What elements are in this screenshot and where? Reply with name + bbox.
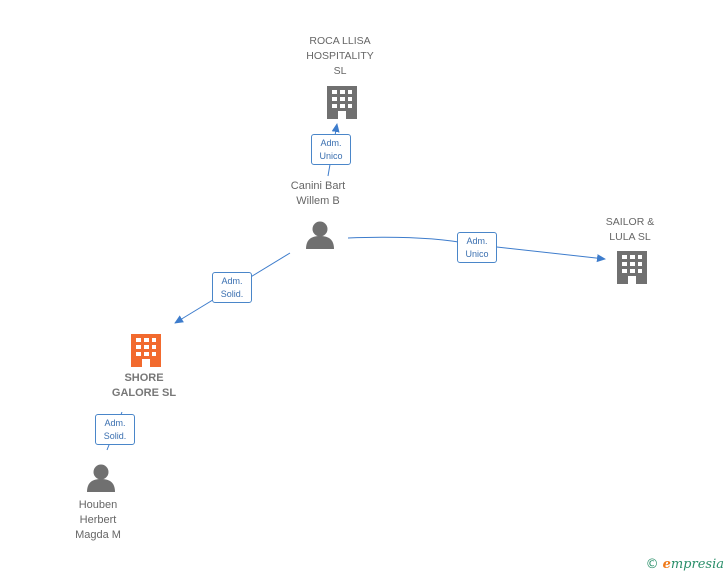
company-label-sailor-lula[interactable]: SAILOR & LULA SL [605,216,655,243]
relation-badge-canini-sailor: Adm. Unico [457,232,497,263]
empresia-logo: ©empresia [646,557,724,572]
relation-badge-canini-roca: Adm. Unico [311,134,351,165]
building-icon[interactable] [617,251,647,284]
person-icon[interactable] [87,464,115,493]
person-label-canini-bart[interactable]: Canini Bart Willem B [290,180,346,207]
brand-initial: e [662,557,671,572]
relation-badge-houben-shore: Adm. Solid. [95,414,135,445]
person-icon[interactable] [306,221,334,250]
brand-name: mpresia [670,557,724,572]
copyright-symbol: © [645,557,659,572]
building-icon[interactable] [131,334,161,367]
company-label-roca-llisa[interactable]: ROCA LLISA HOSPITALITY SL [306,35,374,77]
relation-badge-canini-shore: Adm. Solid. [212,272,252,303]
person-label-houben-herbert[interactable]: Houben Herbert Magda M [75,499,121,541]
company-label-shore-galore[interactable]: SHORE GALORE SL [111,372,177,399]
building-icon[interactable] [327,86,357,119]
